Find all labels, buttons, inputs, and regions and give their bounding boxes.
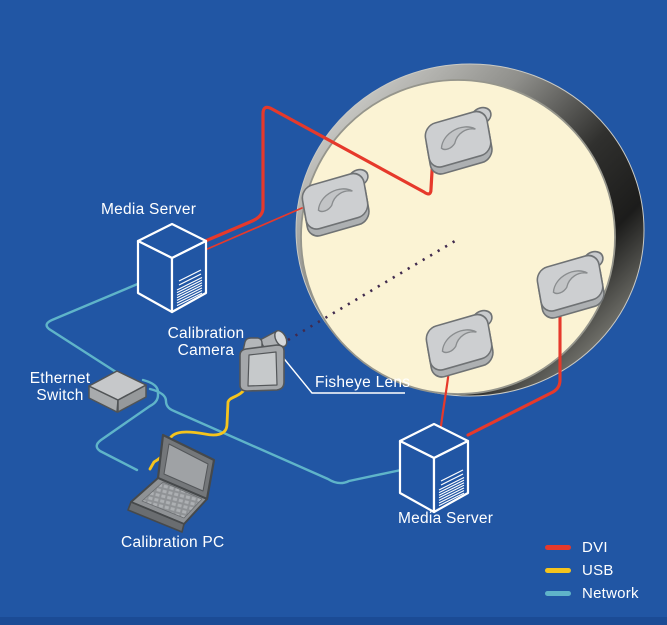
cable-legend: DVI USB Network: [545, 538, 639, 602]
legend-swatch-dvi: [545, 544, 571, 550]
legend-row-dvi: DVI: [545, 538, 639, 556]
calibration-camera-device: [239, 329, 288, 392]
legend-row-usb: USB: [545, 561, 639, 579]
network-cable-switch-laptop: [95, 378, 160, 472]
projection-dome: [295, 63, 645, 397]
dvi-cable-server1-projector-top: [201, 105, 435, 244]
legend-label-network: Network: [582, 584, 639, 602]
network-cable-server1-switch: [45, 281, 142, 374]
network-cable-switch-server2: [148, 387, 403, 485]
dvi-cable-projector-right-server2: [466, 305, 562, 437]
calibration-camera-label: Calibration Camera: [156, 325, 256, 360]
media-server-bottom-label: Media Server: [398, 510, 494, 527]
legend-row-network: Network: [545, 584, 639, 602]
legend-swatch-network: [545, 590, 571, 596]
media-server-top-device: [136, 222, 208, 314]
network-cables: [45, 281, 403, 485]
ethernet-switch-label: Ethernet Switch: [14, 370, 106, 405]
dome-screen: [300, 79, 616, 395]
ethernet-switch-label-line1: Ethernet: [29, 370, 91, 387]
fisheye-callout-line: [280, 354, 405, 394]
ethernet-switch-label-line2: Switch: [36, 387, 84, 405]
media-server-bottom-device: [398, 422, 470, 514]
media-server-top-label: Media Server: [101, 201, 197, 218]
footer-strip: [0, 617, 667, 625]
legend-label-usb: USB: [582, 561, 614, 579]
legend-label-dvi: DVI: [582, 538, 608, 556]
calibration-camera-label-line1: Calibration: [167, 325, 245, 342]
calibration-pc-laptop: [127, 433, 216, 533]
dvi-cable-server1-projector-left: [204, 207, 303, 251]
ethernet-switch-device: [88, 370, 147, 413]
fisheye-lens-label: Fisheye Lens: [315, 374, 411, 391]
camera-sightline-dotted: [287, 239, 456, 342]
calibration-camera-label-line2: Camera: [177, 342, 235, 360]
legend-swatch-usb: [545, 567, 571, 573]
calibration-pc-label: Calibration PC: [121, 534, 225, 551]
